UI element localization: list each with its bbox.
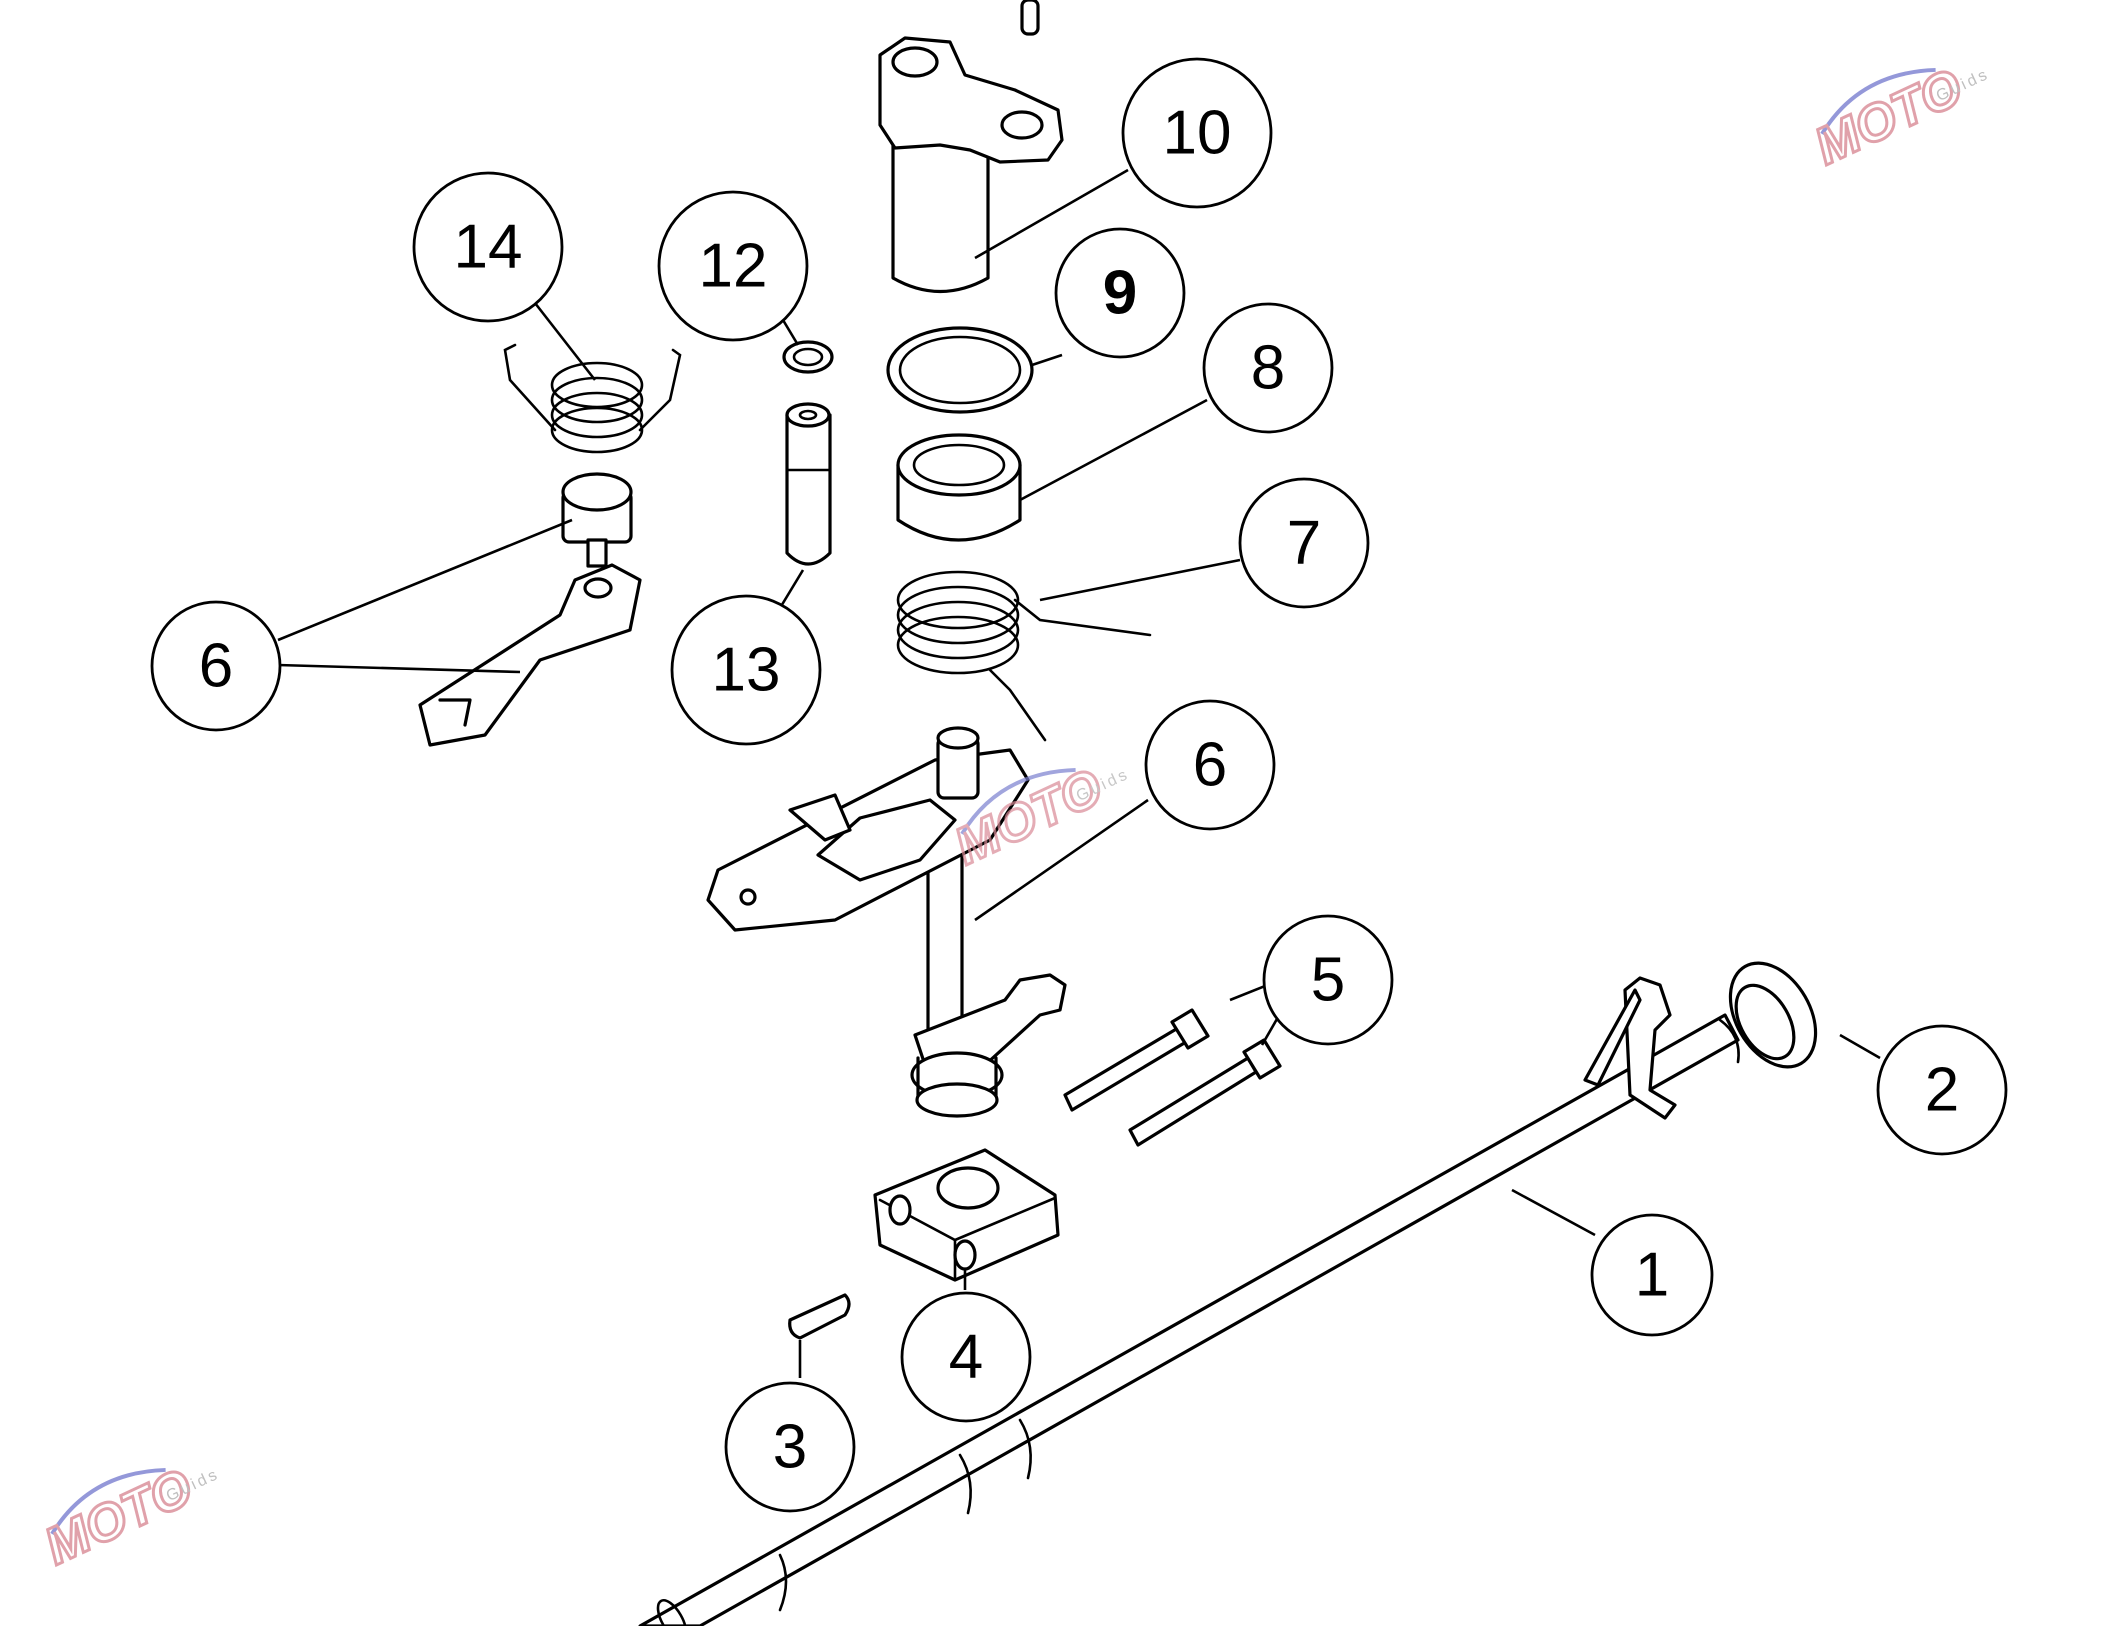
part-bushing bbox=[1728, 961, 1818, 1069]
part-return-spring bbox=[503, 343, 682, 454]
part-collar bbox=[896, 433, 1022, 542]
svg-text:2: 2 bbox=[1925, 1056, 1959, 1125]
part-washer bbox=[782, 340, 834, 374]
callout-8: 8 bbox=[1202, 302, 1334, 434]
callout-7: 7 bbox=[1238, 477, 1370, 609]
svg-text:MOTO: MOTO bbox=[1806, 58, 1971, 176]
part-shift-shaft bbox=[638, 976, 1740, 1626]
svg-text:3: 3 bbox=[773, 1413, 807, 1482]
leader-lines bbox=[277, 168, 1881, 1378]
watermark-logo-bottom-left: MOTO Guids bbox=[35, 1457, 223, 1578]
callout-10: 10 bbox=[1121, 57, 1273, 209]
callout-14: 14 bbox=[412, 171, 564, 323]
callout-2: 2 bbox=[1876, 1024, 2008, 1156]
callout-3: 3 bbox=[724, 1381, 856, 1513]
callout-1: 1 bbox=[1590, 1213, 1714, 1337]
callout-5: 5 bbox=[1262, 914, 1394, 1046]
svg-text:7: 7 bbox=[1287, 509, 1321, 578]
part-pin-shaft bbox=[785, 402, 832, 566]
svg-text:14: 14 bbox=[454, 213, 523, 282]
part-shift-arm-assembly bbox=[706, 726, 1067, 1118]
part-guide-block bbox=[873, 1148, 1060, 1282]
callout-6-left: 6 bbox=[150, 600, 282, 732]
part-bolts bbox=[1063, 1008, 1282, 1147]
part-lever-shaft bbox=[878, 0, 1064, 293]
part-o-ring bbox=[886, 326, 1034, 414]
part-pin bbox=[788, 1293, 851, 1340]
callout-13: 13 bbox=[670, 594, 822, 746]
svg-text:6: 6 bbox=[199, 632, 233, 701]
svg-text:6: 6 bbox=[1193, 731, 1227, 800]
watermark-logo-top-right: MOTO Guids bbox=[1805, 57, 1993, 178]
svg-text:5: 5 bbox=[1311, 946, 1345, 1015]
callout-6-center: 6 bbox=[1144, 699, 1276, 831]
svg-text:13: 13 bbox=[712, 636, 781, 705]
callout-9: 9 bbox=[1054, 227, 1186, 359]
svg-text:1: 1 bbox=[1635, 1241, 1669, 1310]
svg-text:4: 4 bbox=[949, 1323, 983, 1392]
svg-text:12: 12 bbox=[699, 232, 768, 301]
part-torsion-spring bbox=[896, 570, 1152, 742]
svg-text:MOTO: MOTO bbox=[36, 1458, 201, 1576]
svg-text:8: 8 bbox=[1251, 334, 1285, 403]
callout-4: 4 bbox=[900, 1291, 1032, 1423]
svg-text:10: 10 bbox=[1163, 99, 1232, 168]
callout-12: 12 bbox=[657, 190, 809, 342]
part-stopper-arm bbox=[418, 472, 642, 747]
svg-text:9: 9 bbox=[1103, 259, 1137, 328]
